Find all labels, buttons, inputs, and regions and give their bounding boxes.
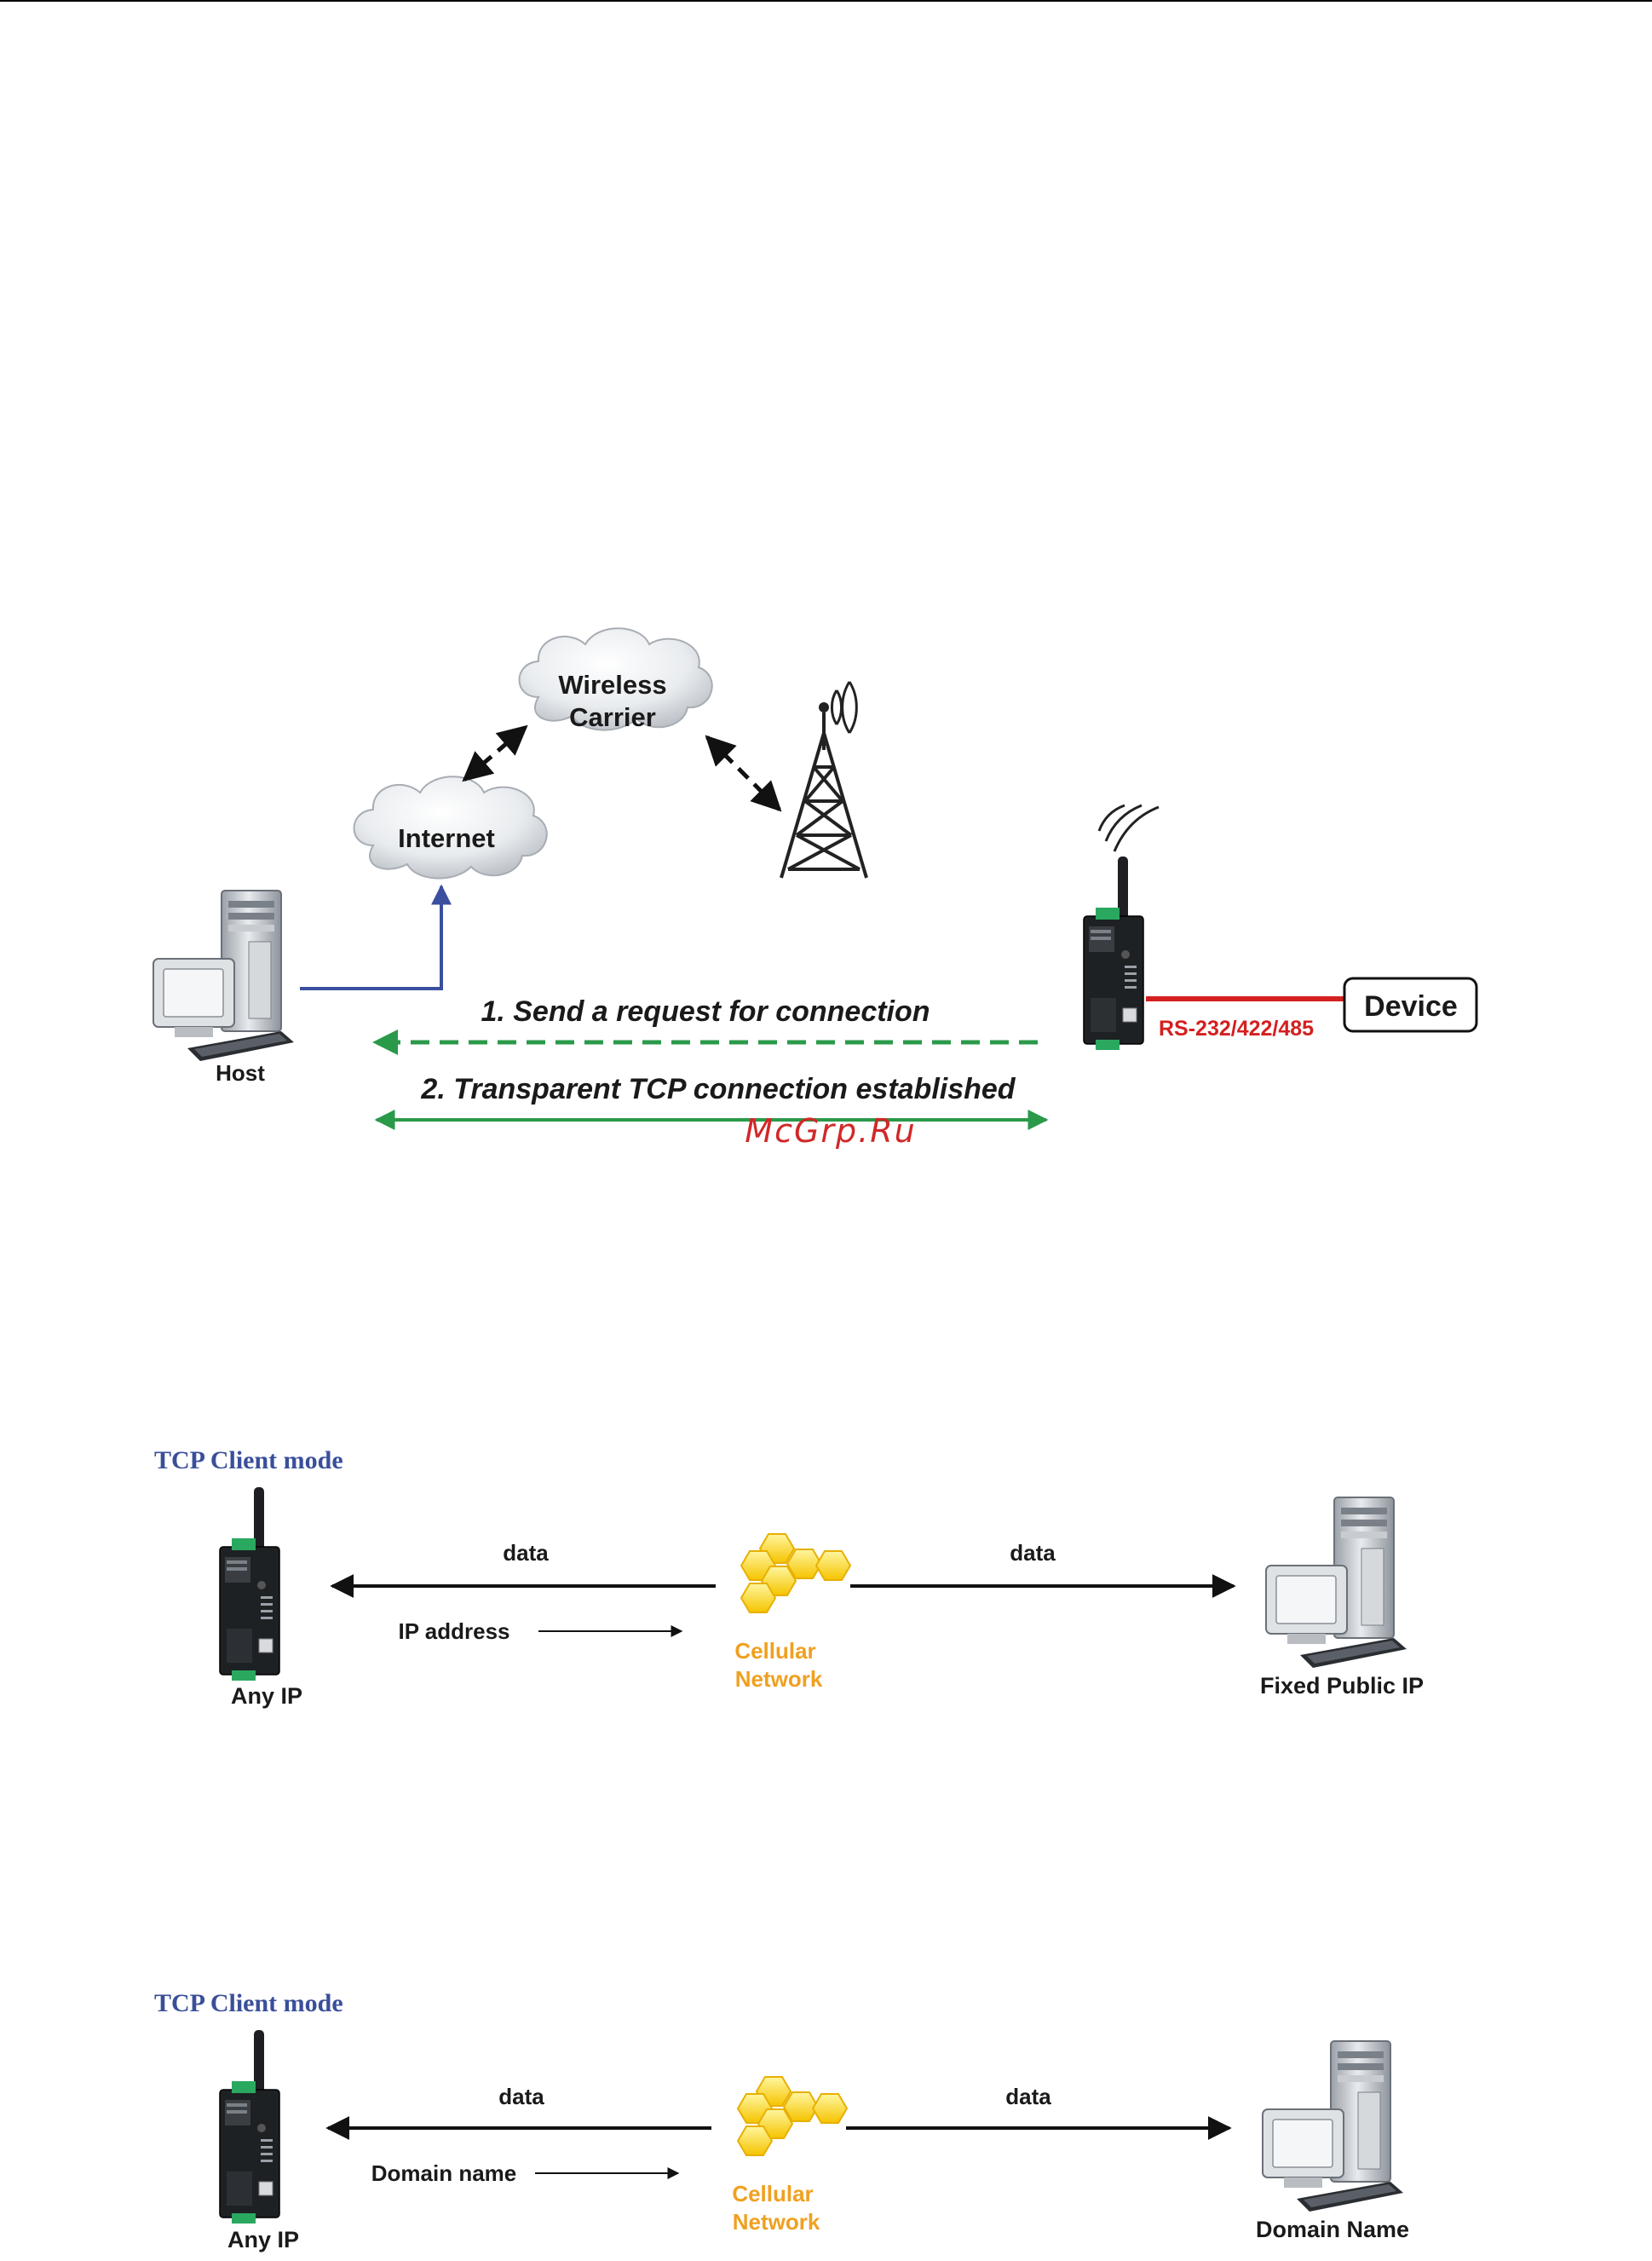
wireless-carrier-label-2: Carrier (569, 702, 656, 732)
diagram-3: TCP Client mode Any IP data Domain name … (154, 1989, 1409, 2252)
cellular-label-2: Network (735, 1666, 823, 1692)
fixed-public-ip-label: Fixed Public IP (1260, 1673, 1424, 1699)
cell-tower-icon (781, 682, 866, 878)
internet-carrier-link (464, 727, 526, 780)
host-internet-link (300, 886, 441, 989)
domain-name-label: Domain Name (1256, 2217, 1409, 2242)
small-arrow-label: IP address (398, 1618, 509, 1644)
honeycomb-icon (741, 1534, 850, 1612)
cellular-gateway-icon (1084, 857, 1143, 1050)
honeycomb-icon (738, 2077, 847, 2155)
diagram-2: TCP Client mode Any IP data IP address C… (154, 1446, 1424, 1709)
host-computer-icon (153, 891, 294, 1061)
host-computer-icon (1266, 1497, 1407, 1668)
section-title: TCP Client mode (154, 1989, 343, 2017)
device-label: Device (1364, 990, 1458, 1023)
data-left-label: data (503, 1540, 549, 1566)
signal-waves-icon (1099, 805, 1159, 851)
cellular-label-1: Cellular (732, 2181, 813, 2206)
section-title: TCP Client mode (154, 1446, 343, 1474)
carrier-tower-link (707, 737, 780, 810)
serial-label: RS-232/422/485 (1159, 1017, 1314, 1041)
data-right-label: data (1010, 1540, 1056, 1566)
any-ip-label: Any IP (231, 1683, 302, 1709)
internet-label: Internet (398, 823, 495, 853)
cellular-label-2: Network (733, 2209, 820, 2235)
cellular-gateway-icon (220, 1487, 279, 1681)
cellular-label-1: Cellular (734, 1638, 815, 1664)
wireless-carrier-label-1: Wireless (558, 670, 666, 700)
small-arrow-label: Domain name (371, 2160, 517, 2186)
cellular-gateway-icon (220, 2030, 279, 2224)
data-right-label: data (1005, 2084, 1051, 2109)
diagram-1: Wireless Carrier Internet Host (153, 628, 1476, 1150)
watermark: McGrp.Ru (745, 1112, 916, 1150)
step1-label: 1. Send a request for connection (481, 995, 930, 1028)
data-left-label: data (498, 2084, 544, 2109)
host-label: Host (216, 1060, 265, 1086)
any-ip-label: Any IP (227, 2227, 299, 2252)
host-computer-icon (1263, 2041, 1403, 2212)
step2-label: 2. Transparent TCP connection establishe… (420, 1073, 1016, 1105)
